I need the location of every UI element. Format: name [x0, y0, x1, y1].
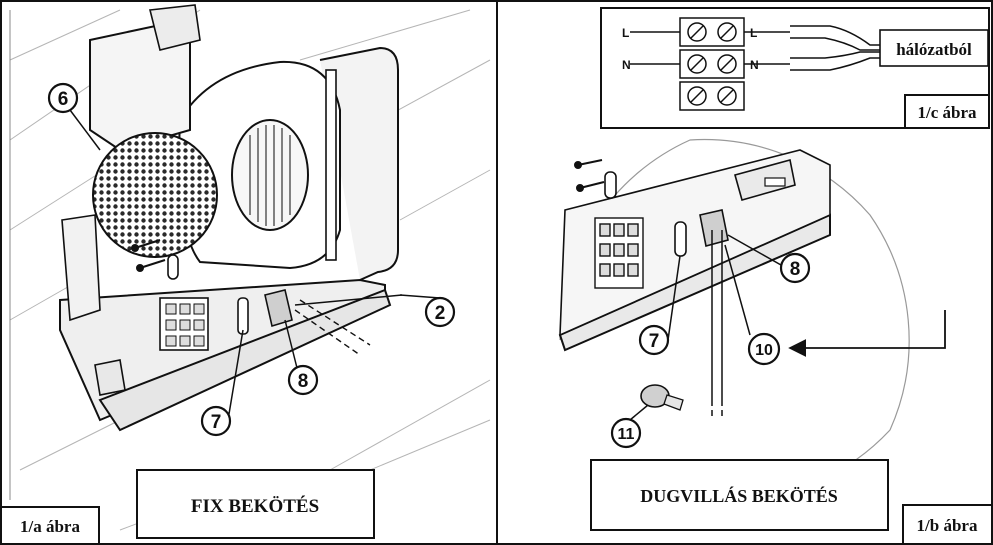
terminal-block-c: [679, 17, 745, 111]
network-label-box: [879, 29, 989, 67]
housing-top-b: [559, 149, 831, 337]
screws-b: [574, 159, 605, 192]
caption-dugvillas: DUGVILLÁS BEKÖTÉS: [640, 485, 838, 506]
impeller-blades: [249, 125, 291, 226]
housing-front-rail: [98, 288, 392, 432]
cable-slot-7: [237, 297, 249, 335]
figure-label-box-a: [0, 506, 100, 545]
caption-box-b: [590, 459, 889, 531]
guide-rod: [325, 69, 337, 261]
terminal-left-l: L: [622, 26, 629, 40]
screws-a: [131, 239, 166, 272]
svg-text:6: 6: [58, 89, 69, 110]
left-wires: [630, 31, 680, 65]
figure-label-box-b: [902, 504, 993, 545]
panel-a: 6 2 8 7 FIX BEKÖTÉS 1/a ábra: [0, 4, 491, 545]
right-wires: [744, 25, 880, 71]
figure-label-c: 1/c ábra: [917, 103, 977, 122]
terminal-left-n: N: [622, 58, 631, 72]
svg-text:11: 11: [618, 426, 635, 443]
figure-label-box-c: [904, 94, 990, 129]
svg-text:2: 2: [435, 303, 446, 324]
terminal-right-n: N: [750, 58, 759, 72]
fan-grille: [92, 132, 218, 258]
svg-text:7: 7: [211, 412, 222, 433]
svg-text:8: 8: [790, 259, 801, 280]
plug-cable-dashed: [711, 400, 723, 420]
plug-cap-tab: [663, 394, 684, 411]
plug-cable: [711, 230, 723, 400]
slot-b: [764, 177, 786, 187]
terminal-block-a: [159, 297, 209, 351]
terminal-block-b: [594, 217, 644, 289]
figure-label-b: 1/b ábra: [917, 516, 978, 535]
cable-clamp-a: [167, 254, 179, 280]
network-label: hálózatból: [896, 40, 972, 59]
callout-6: 6: [47, 82, 79, 114]
callout-b-7: 7: [638, 324, 670, 356]
svg-text:8: 8: [298, 371, 309, 392]
callout-2: 2: [424, 296, 456, 328]
callout-b-11: 11: [610, 417, 642, 449]
svg-text:7: 7: [649, 331, 660, 352]
impeller: [231, 119, 309, 231]
leader-lines-b: [629, 234, 782, 421]
terminal-right-l: L: [750, 26, 757, 40]
bottom-connector: [94, 359, 126, 396]
motor-box-top: [149, 4, 201, 51]
dashed-cable: [294, 299, 371, 356]
cable-gland-b-8: [699, 209, 729, 247]
side-bracket: [61, 214, 101, 322]
callout-b-10: 10: [747, 332, 781, 366]
panel-c: L N L N hálózatból 1/c ábra: [600, 7, 990, 129]
callout-8: 8: [287, 364, 319, 396]
panel-b: 8 7 10 11 DUGVILLÁS BEKÖTÉS 1/b ábra: [558, 138, 993, 545]
arrow-10: [788, 310, 946, 357]
cable-gland-8: [264, 289, 293, 328]
callout-7: 7: [200, 405, 232, 437]
cable-slot-b-7: [674, 221, 687, 257]
caption-fix: FIX BEKÖTÉS: [191, 495, 319, 517]
svg-text:10: 10: [755, 342, 773, 359]
caption-box-a: [136, 469, 375, 539]
cable-clamp-b: [604, 171, 617, 199]
figure-label-a: 1/a ábra: [20, 517, 80, 536]
callout-b-8: 8: [779, 252, 811, 284]
